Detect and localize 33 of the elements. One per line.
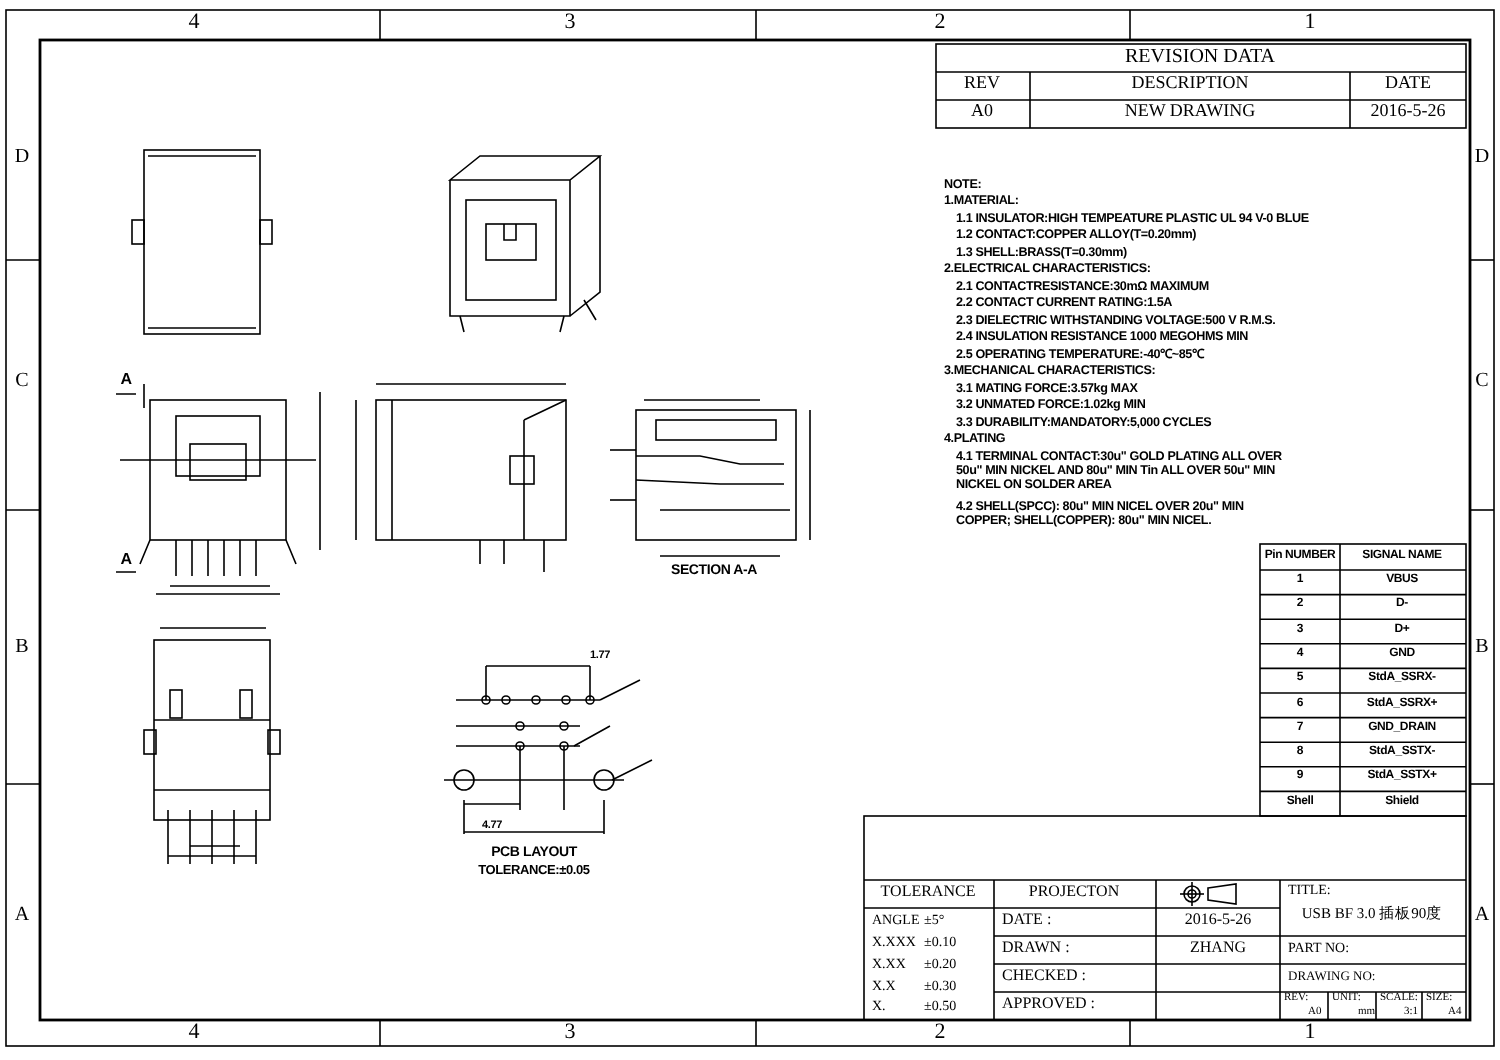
table-text: APPROVED : (1002, 996, 1095, 1014)
section-mark: A (120, 552, 132, 570)
section-mark: A (120, 372, 132, 390)
grid-reference: 2 (934, 10, 946, 35)
grid-reference: A (14, 904, 30, 926)
grid-reference: D (14, 146, 30, 168)
grid-reference: D (1474, 146, 1490, 168)
grid-reference: 1 (1304, 1020, 1316, 1045)
table-title: REVISION DATA (1124, 46, 1276, 68)
grid-reference: 1 (1304, 10, 1316, 35)
grid-reference: 4 (188, 10, 200, 35)
grid-reference: B (15, 636, 29, 658)
table-text: DATE : (1002, 912, 1052, 930)
table-text: 2016-5-26 (1370, 102, 1446, 122)
table-header: DESCRIPTION (1131, 74, 1249, 94)
table-header: TOLERANCE (880, 884, 976, 902)
grid-reference: B (1475, 636, 1489, 658)
grid-reference: 3 (564, 1020, 576, 1045)
grid-reference: 2 (934, 1020, 946, 1045)
grid-reference: C (1475, 370, 1489, 392)
table-text: CHECKED : (1002, 968, 1086, 986)
table-text: 2016-5-26 (1184, 912, 1252, 930)
grid-reference: 4 (188, 1020, 200, 1045)
grid-reference: A (1474, 904, 1490, 926)
table-text: A0 (971, 102, 993, 122)
table-header: DATE (1385, 74, 1431, 94)
grid-reference: C (15, 370, 29, 392)
table-header: PROJECTON (1028, 884, 1120, 902)
table-header: REV (964, 74, 1000, 94)
table-text: NEW DRAWING (1124, 102, 1256, 122)
table-text: DRAWN : (1002, 940, 1070, 958)
grid-reference: 3 (564, 10, 576, 35)
table-text: ZHANG (1190, 940, 1246, 958)
